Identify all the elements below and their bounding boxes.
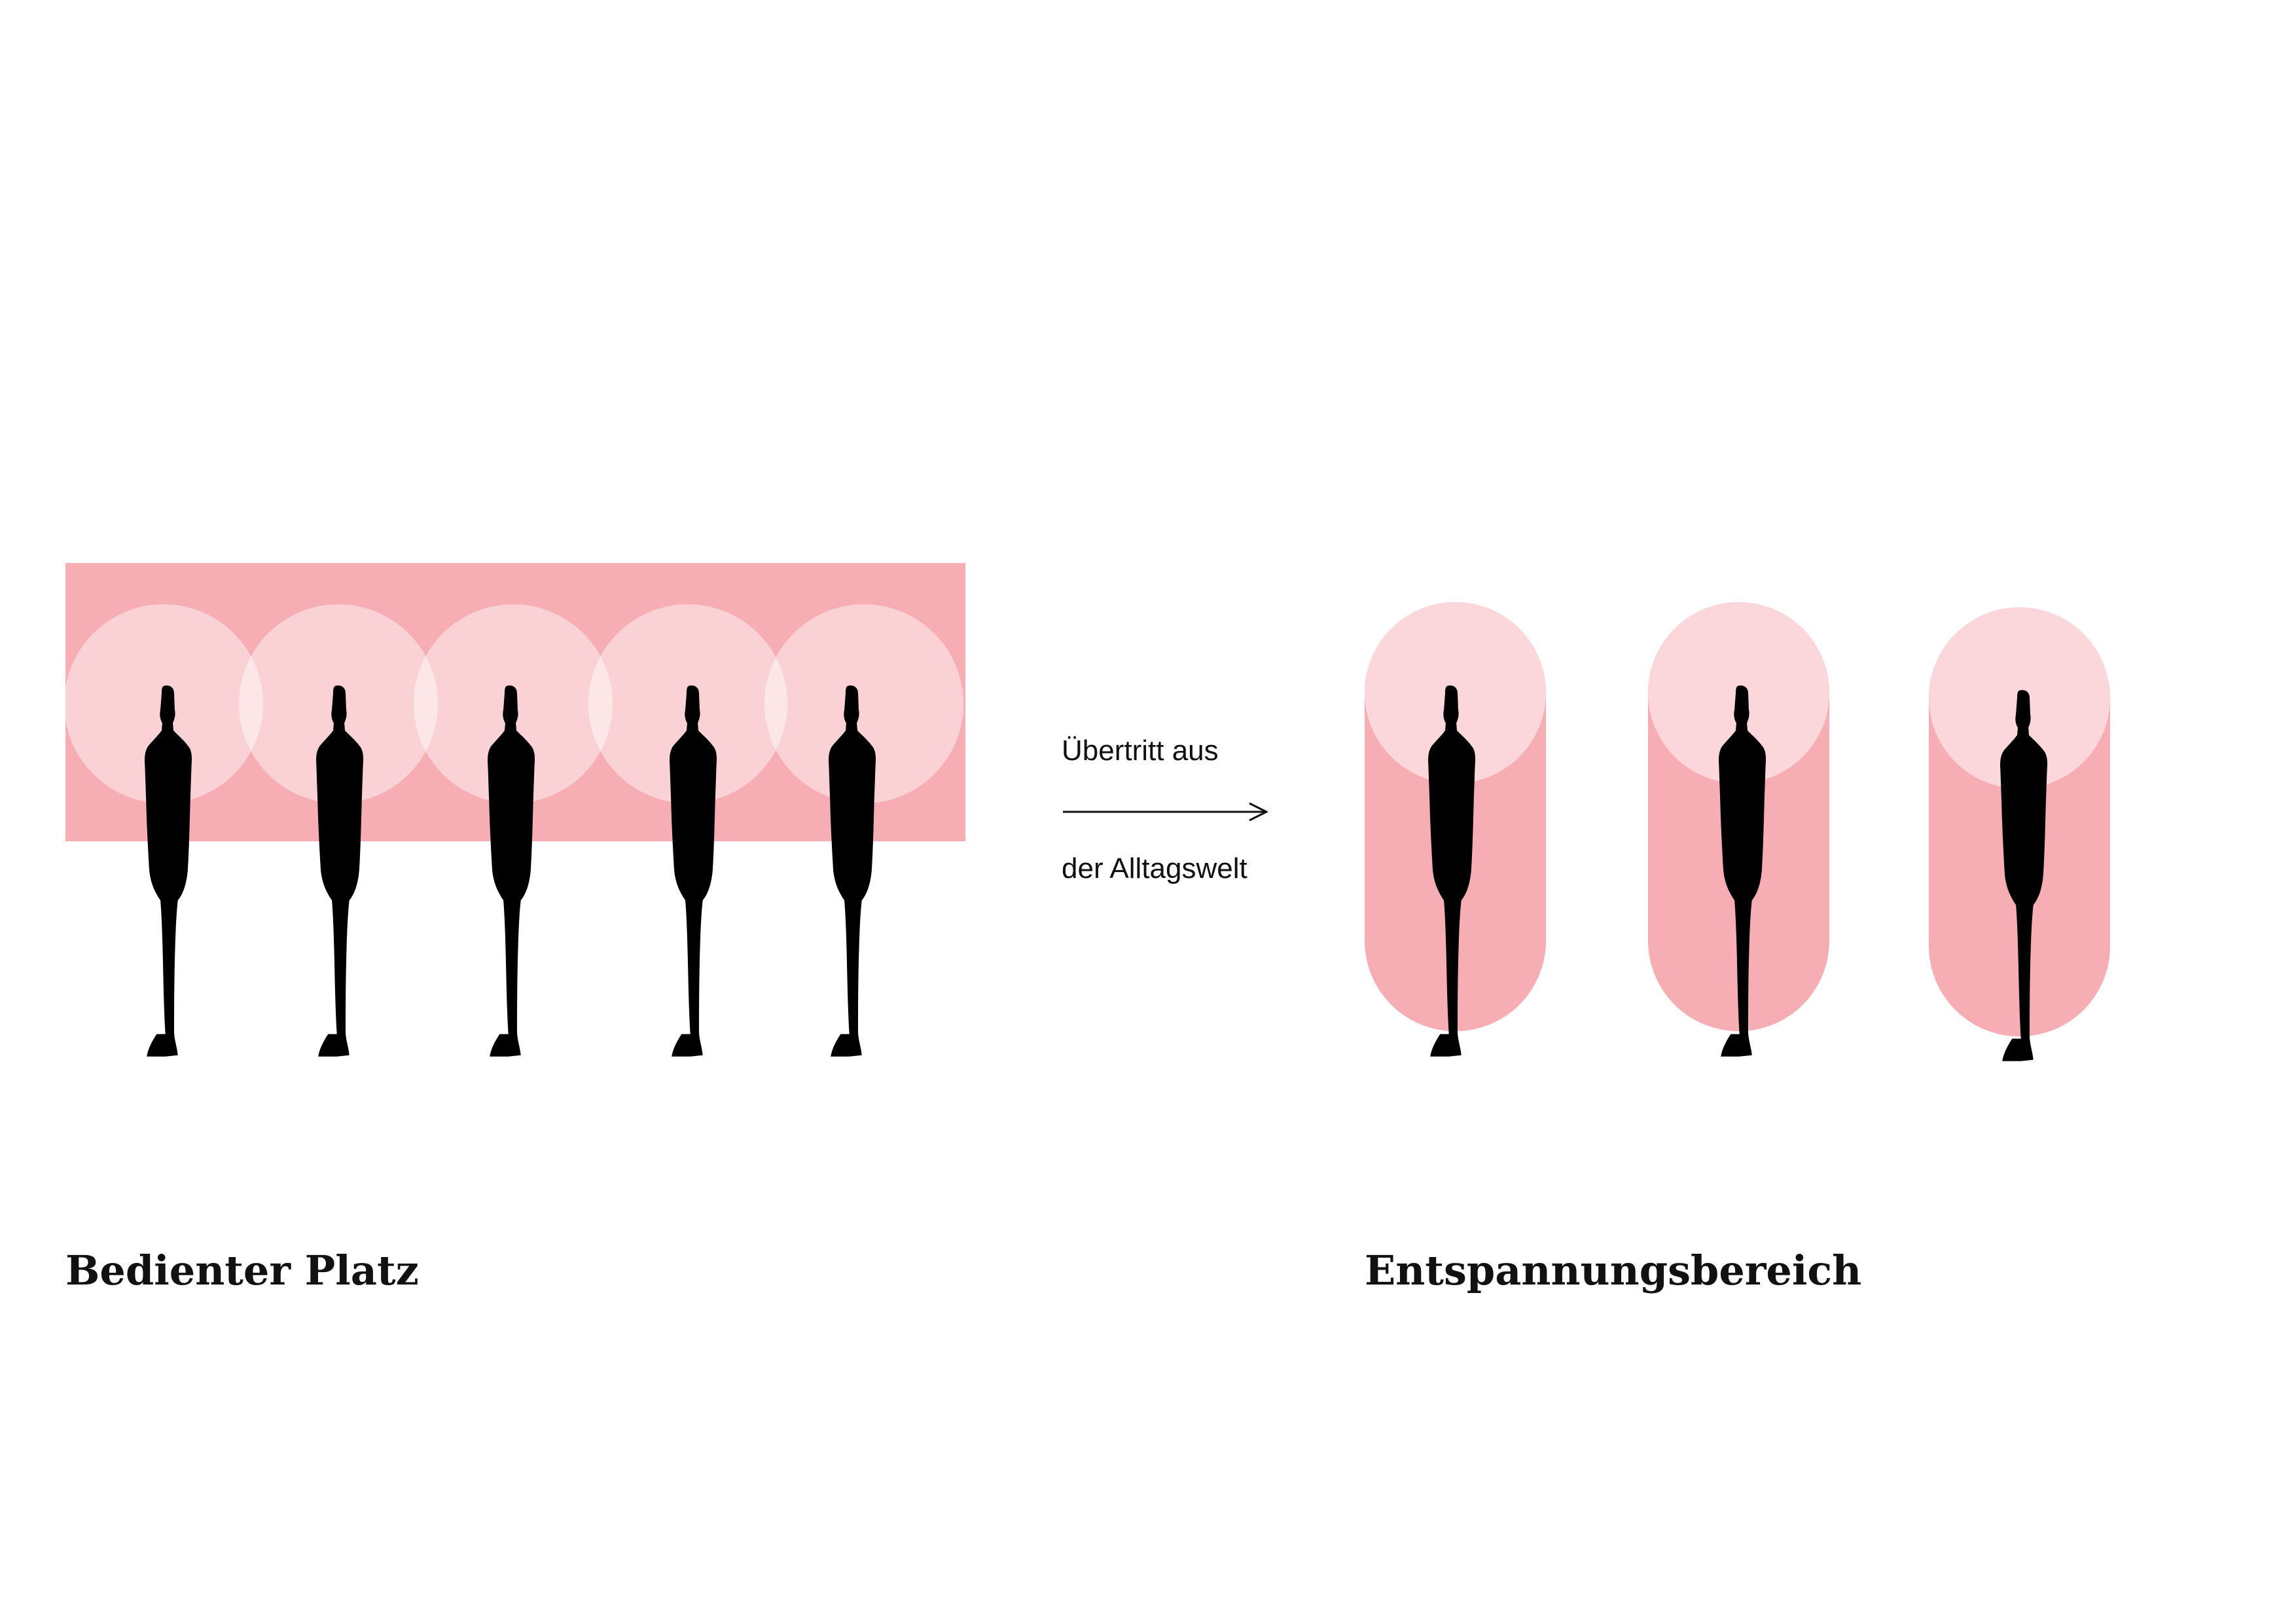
caption-bedienter-platz: Bedienter Platz — [65, 1247, 419, 1294]
aura-circle — [764, 604, 963, 803]
entspannungsbereich-group — [1365, 602, 2110, 1061]
arrow-label-line1: Übertritt aus — [1062, 735, 1219, 767]
caption-entspannungsbereich: Entspannungsbereich — [1365, 1247, 1862, 1294]
bedienter-platz-group — [64, 563, 965, 1057]
arrow-label-line2: der Alltagswelt — [1062, 852, 1247, 884]
